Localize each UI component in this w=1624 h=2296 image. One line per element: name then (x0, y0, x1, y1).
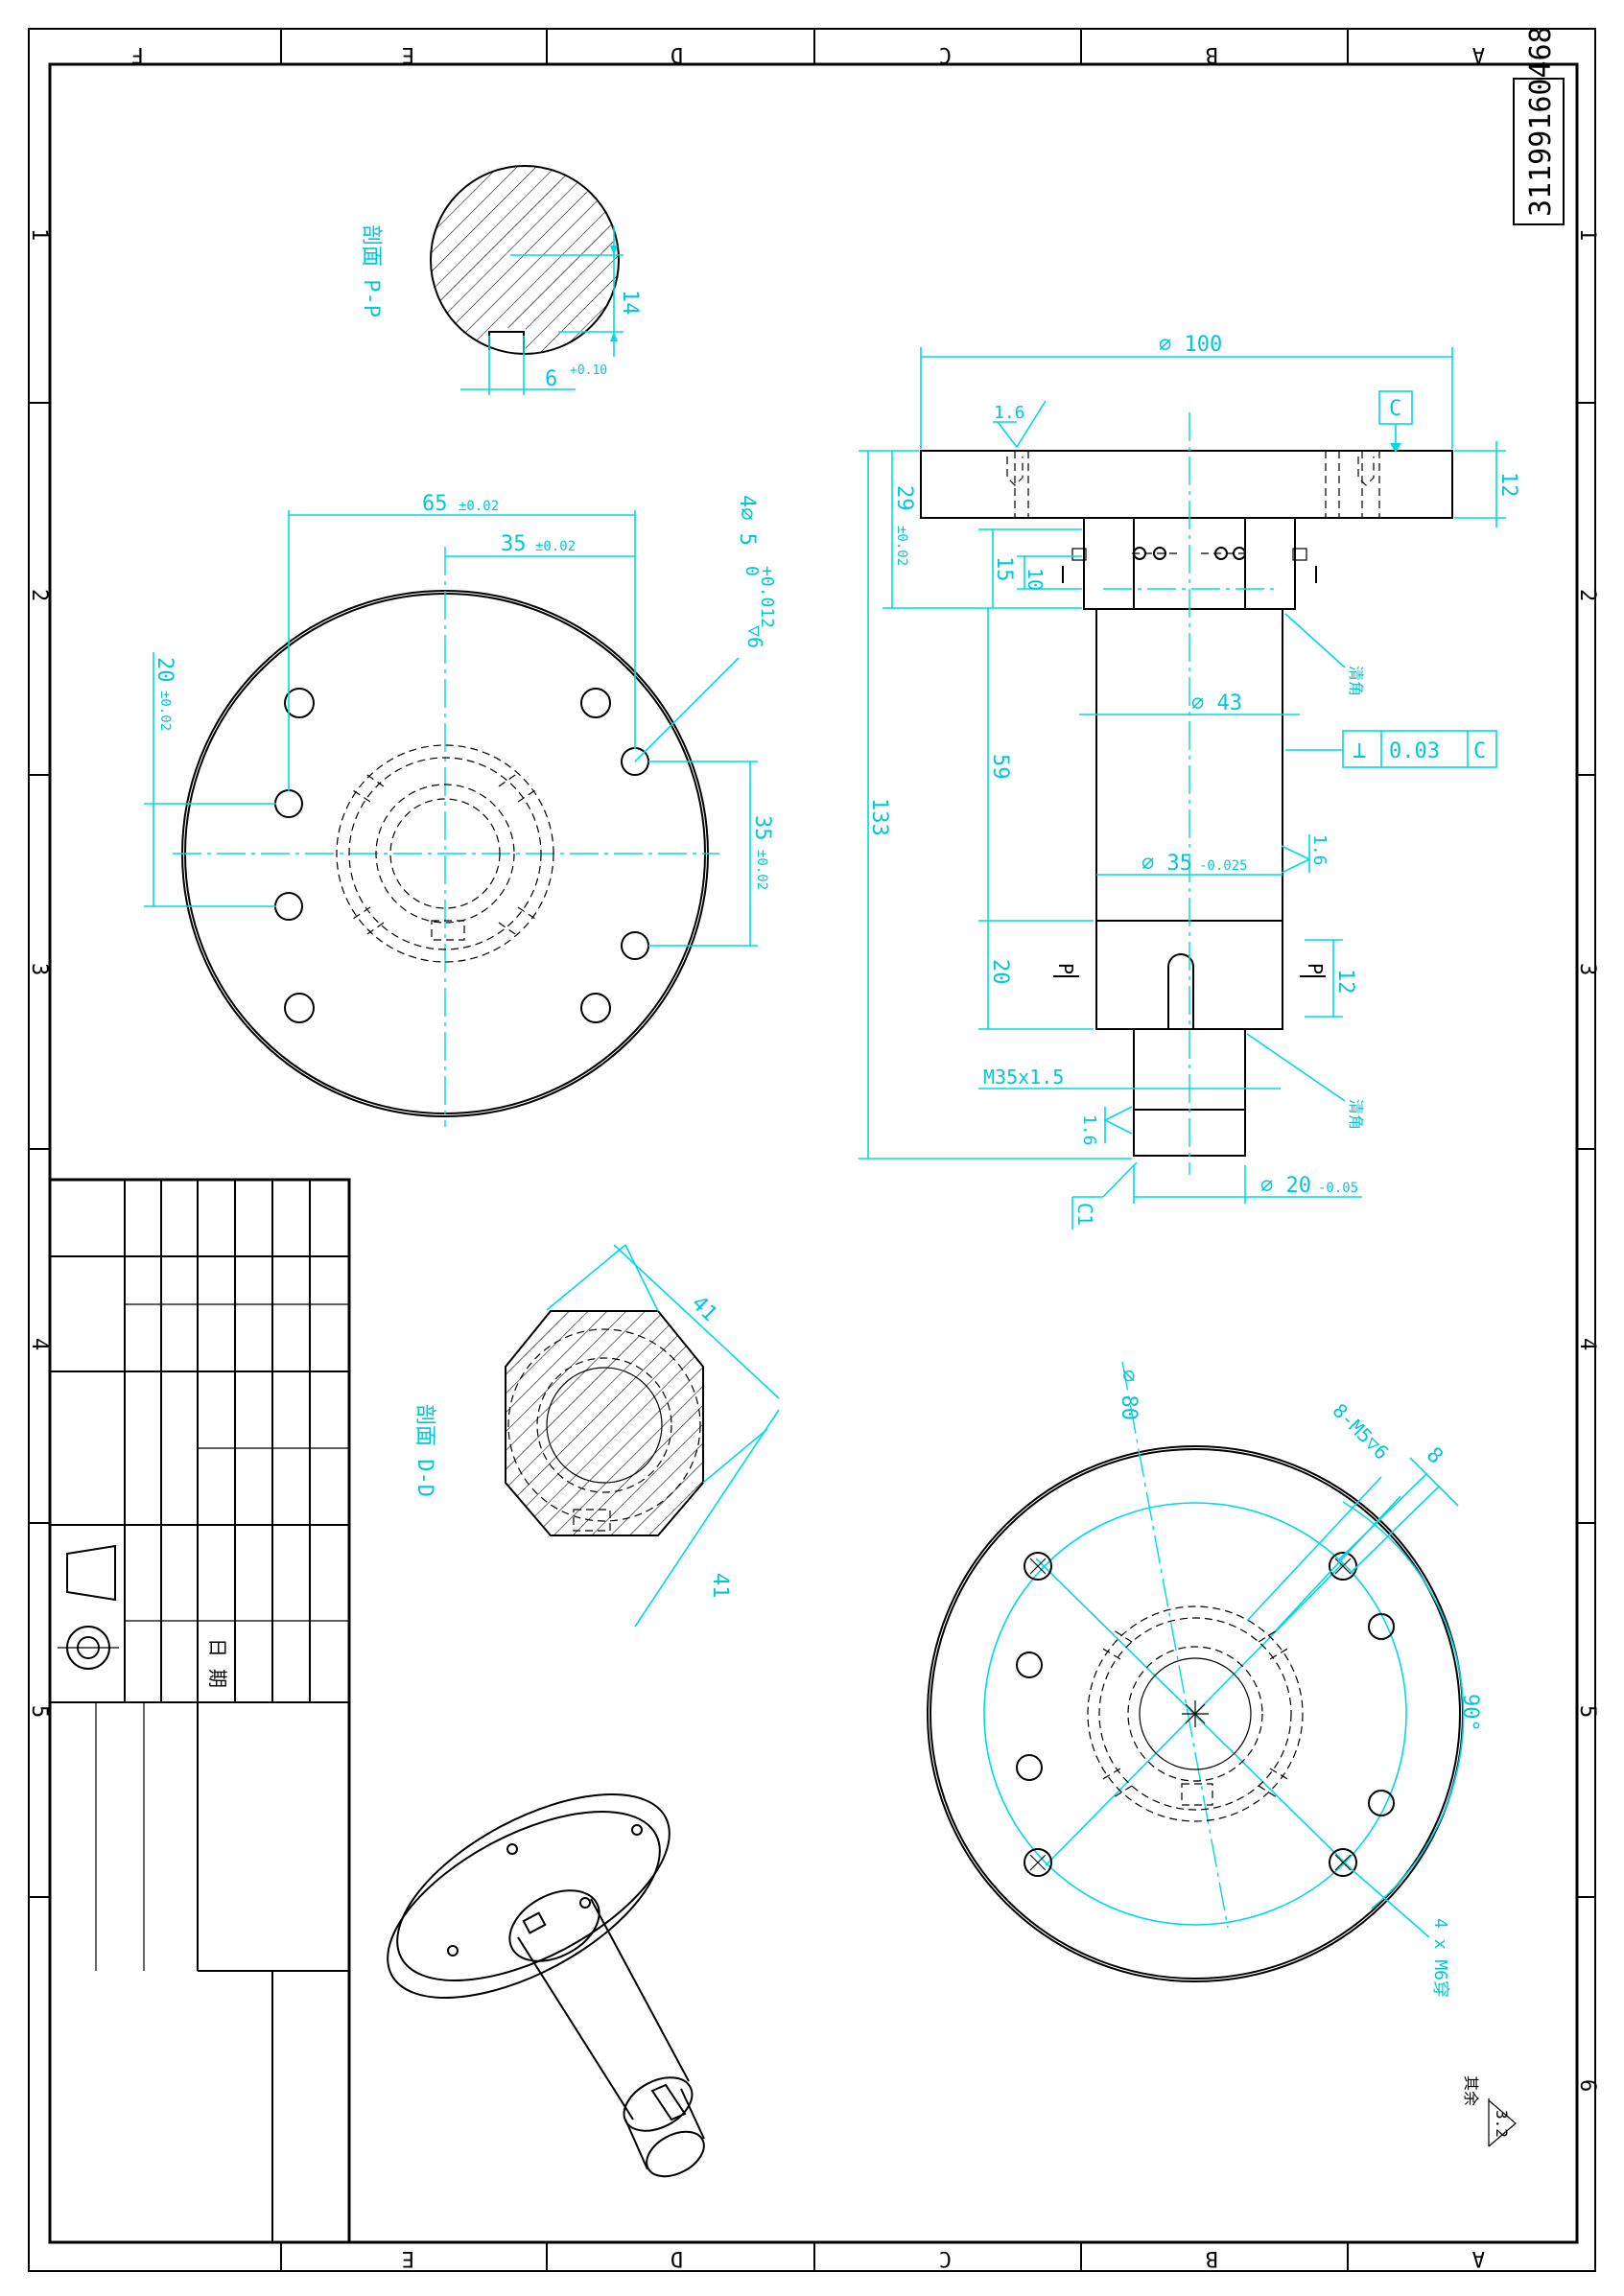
pp-section-label: 剖面 P-P (359, 224, 383, 317)
side-dim-thread: M35x1.5 (983, 1066, 1064, 1089)
front-hole-spec: 4⌀ 5 (735, 495, 759, 546)
bottom-dim-90: 90° (1458, 1694, 1482, 1732)
gdt-value: 0.03 (1389, 739, 1440, 763)
side-dim-d20: ⌀ 20 (1260, 1174, 1311, 1198)
zone-number: 1 (1575, 228, 1599, 241)
side-rough-16a: 1.6 (994, 403, 1025, 423)
chamfer-note-b: 清角 (1347, 1099, 1365, 1130)
pp-tol-6: +0.10 (570, 363, 607, 378)
front-tol-65: ±0.02 (459, 499, 499, 514)
isometric-view (387, 1793, 705, 2178)
drawing-number: 31199160468 (1524, 26, 1558, 217)
zone-letter: E (402, 42, 414, 66)
zone-number: 5 (27, 1705, 51, 1718)
side-tol-29: ±0.02 (894, 526, 909, 566)
side-rough-16c: 1.6 (1079, 1114, 1099, 1146)
side-dim-20: 20 (988, 959, 1012, 985)
side-dim-d100: ⌀ 100 (1159, 333, 1222, 357)
drawing-number-box: 31199160468 (1513, 26, 1565, 225)
gdt-symbol: ⊥ (1353, 737, 1366, 763)
zone-letter: D (671, 42, 683, 66)
roughness-value: 3.2 (1493, 2110, 1511, 2138)
front-tol-35: ±0.02 (535, 539, 576, 554)
zone-letter: B (1206, 42, 1218, 66)
dd-dim-41a: 41 (687, 1292, 721, 1326)
zone-numbers-right: 1 2 3 4 5 6 (1575, 228, 1599, 2092)
side-datum: C (1389, 397, 1401, 421)
zone-letters-bottom: E D C B A (402, 2246, 1485, 2270)
front-hole-tol-lower: 0 (741, 566, 762, 576)
pp-dim-6: 6 (545, 367, 557, 391)
front-dim-65: 65 (422, 492, 448, 516)
side-dim-12-top: 12 (1496, 472, 1520, 498)
section-dd-view: 41 41 剖面 D-D (412, 1244, 780, 1628)
zone-letter: F (131, 42, 144, 66)
zone-number: 2 (27, 589, 51, 601)
roughness-note: 其余 3.2 (1462, 2075, 1517, 2147)
front-dim-35: 35 (501, 532, 527, 556)
roughness-label: 其余 (1462, 2075, 1480, 2106)
side-view: ⌀ 100 12 133 29 ±0.02 15 10 59 20 12 ⌀ 4… (859, 333, 1520, 1230)
zone-letters-top: F E D C B A (131, 42, 1485, 66)
title-date-label: 日 期 (206, 1638, 229, 1688)
zone-number: 4 (27, 1338, 51, 1350)
bottom-view: ⌀ 80 8-M5▽6 8 90° 4 x M6穿 (927, 1361, 1482, 1998)
side-dim-29: 29 (892, 485, 916, 511)
sheet-frame (28, 28, 1596, 2272)
zone-number: 4 (1575, 1338, 1599, 1350)
side-dim-133: 133 (867, 798, 891, 836)
gdt-reference: C (1473, 739, 1486, 763)
section-p-left: P (1054, 963, 1077, 974)
front-dim-35v: 35 (750, 815, 774, 841)
front-tol-20: ±0.02 (157, 691, 173, 731)
bottom-dim-d80: ⌀ 80 (1117, 1370, 1141, 1420)
front-hole-depth: ▽6 (743, 625, 766, 648)
dd-dim-41b: 41 (708, 1573, 732, 1599)
dd-section-label: 剖面 D-D (412, 1404, 436, 1497)
zone-number: 2 (1575, 589, 1599, 601)
front-tol-35v: ±0.02 (754, 850, 769, 890)
zone-numbers-left: 1 2 3 4 5 (27, 228, 51, 1718)
side-dim-c1: C1 (1073, 1203, 1096, 1226)
side-dim-12-key: 12 (1333, 969, 1357, 995)
side-tol-d35: -0.025 (1199, 858, 1248, 874)
zone-letter: E (402, 2246, 414, 2270)
zone-number: 6 (1575, 2079, 1599, 2092)
side-rough-16b: 1.6 (1309, 834, 1330, 866)
side-dim-d43: ⌀ 43 (1191, 691, 1242, 715)
zone-letter: C (939, 2246, 952, 2270)
bottom-dim-8holes: 8-M5▽6 (1328, 1399, 1393, 1464)
side-dim-10: 10 (1024, 568, 1047, 591)
title-block: 日 期 (48, 1178, 351, 2244)
section-p-right: P (1304, 963, 1327, 974)
zone-letter: B (1206, 2246, 1218, 2270)
bottom-dim-m6: 4 x M6穿 (1430, 1918, 1450, 1998)
zone-number: 3 (1575, 963, 1599, 975)
side-dim-15: 15 (992, 556, 1016, 582)
front-view: 65 ±0.02 35 ±0.02 20 ±0.02 35 ±0.02 4⌀ 5… (144, 492, 777, 1127)
zone-letter: A (1472, 2246, 1485, 2270)
zone-number: 5 (1575, 1705, 1599, 1718)
side-dim-d35: ⌀ 35 (1142, 852, 1192, 876)
zone-letter: D (671, 2246, 683, 2270)
zone-letter: A (1472, 42, 1485, 66)
front-dim-20: 20 (153, 657, 177, 683)
chamfer-note-a: 清角 (1347, 666, 1365, 696)
front-hole-tol-upper: +0.012 (757, 566, 777, 628)
side-dim-59: 59 (988, 754, 1012, 780)
bottom-dim-8: 8 (1422, 1443, 1447, 1469)
pp-dim-14: 14 (618, 290, 642, 316)
zone-number: 1 (27, 228, 51, 241)
zone-number: 3 (27, 963, 51, 975)
section-pp-view: 14 6 +0.10 剖面 P-P (359, 165, 642, 395)
side-tol-d20: -0.05 (1318, 1181, 1358, 1196)
zone-letter: C (939, 42, 952, 66)
